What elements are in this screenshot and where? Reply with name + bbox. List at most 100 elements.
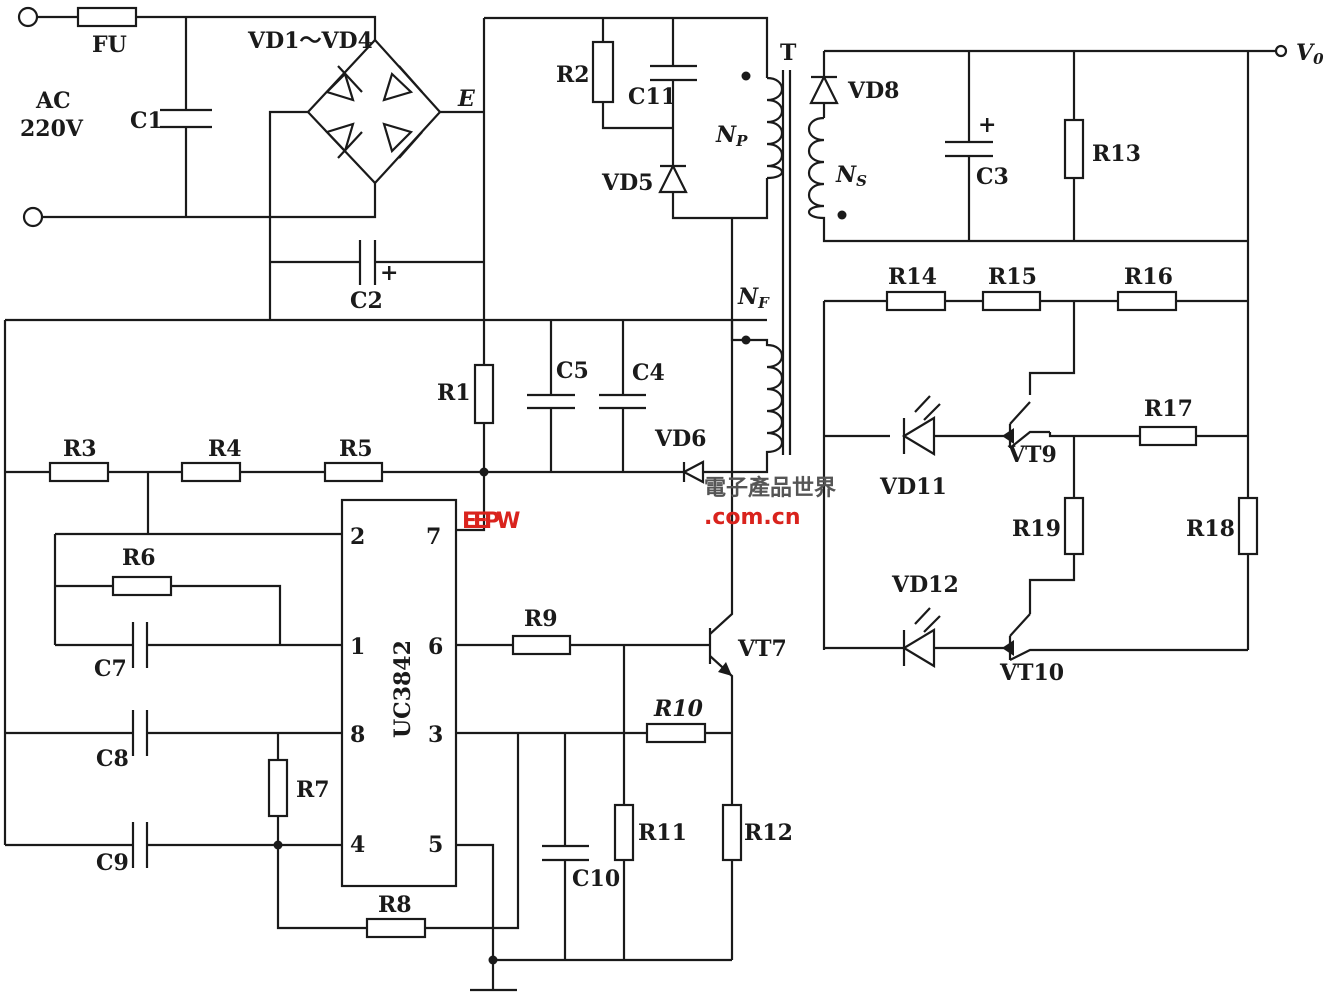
capacitor-c2: [270, 240, 484, 285]
resistor-r16: [1116, 290, 1178, 312]
label-vt7: VT7: [737, 636, 787, 662]
label-pin1: 1: [350, 634, 365, 660]
label-ac: AC: [35, 88, 71, 114]
primary-section: [482, 16, 792, 605]
diode-vd8: [809, 74, 839, 105]
label-220v: 220V: [20, 116, 84, 142]
resistor-r12: [721, 803, 743, 862]
label-r16: R16: [1124, 264, 1173, 290]
label-c3: C3: [976, 164, 1009, 190]
label-r8: R8: [378, 892, 412, 918]
watermark-domain: .com.cn: [704, 505, 801, 530]
ac-terminal-top: [17, 6, 39, 28]
secondary-section: [807, 44, 1288, 668]
led-vd12: [901, 628, 936, 668]
label-r15: R15: [988, 264, 1037, 290]
label-vd11: VD11: [879, 474, 947, 500]
label-vd12: VD12: [891, 572, 959, 598]
label-nf: NF: [737, 284, 770, 312]
label-pin8: 8: [350, 722, 365, 748]
label-r9: R9: [524, 606, 558, 632]
label-c11: C11: [628, 84, 676, 110]
label-pin3: 3: [428, 722, 443, 748]
label-c1: C1: [130, 108, 163, 134]
label-c5: C5: [556, 358, 589, 384]
label-c2: C2: [350, 288, 383, 314]
labels: FU AC 220V C1 VD1～VD4 E C2 + R2 C11 VD5 …: [20, 28, 1324, 918]
diode-vd5: [658, 163, 688, 194]
capacitor-c7: [131, 622, 149, 668]
label-c8: C8: [96, 746, 129, 772]
label-r12: R12: [744, 820, 793, 846]
resistor-r18: [1237, 496, 1259, 556]
label-r11: R11: [638, 820, 687, 846]
label-pin5: 5: [428, 832, 443, 858]
primary-winding-np: [766, 76, 784, 180]
capacitor-c8: [131, 710, 149, 756]
watermark-brand: EEPW: [462, 509, 520, 534]
resistor-r5: [323, 461, 384, 483]
fuse-fu: [76, 6, 138, 28]
bridge-rectifier: [268, 38, 484, 320]
ic-uc3842: [340, 498, 458, 888]
label-t: T: [780, 40, 797, 66]
resistor-r6: [111, 575, 173, 597]
label-e: E: [457, 86, 476, 112]
label-r4: R4: [208, 436, 242, 462]
label-r19: R19: [1012, 516, 1061, 542]
led-vd11: [901, 416, 936, 456]
label-r3: R3: [63, 436, 97, 462]
label-np: NP: [715, 122, 748, 150]
label-r14: R14: [888, 264, 937, 290]
resistor-r4: [180, 461, 242, 483]
resistor-r10: [645, 722, 707, 744]
feedback-winding-nf: [730, 320, 784, 465]
label-c10: C10: [572, 866, 620, 892]
label-pin2: 2: [350, 524, 365, 550]
capacitor-c1: [160, 108, 212, 129]
label-vd5: VD5: [601, 170, 653, 196]
secondary-winding-ns: [807, 116, 1248, 243]
label-vt10: VT10: [999, 660, 1064, 686]
label-pin4: 4: [350, 832, 365, 858]
capacitor-c9: [131, 822, 149, 868]
capacitor-c5: [527, 393, 575, 410]
resistor-r1: [473, 363, 495, 425]
resistor-r11: [613, 803, 635, 862]
label-c4: C4: [632, 360, 665, 386]
label-ns: NS: [835, 162, 867, 190]
label-r17: R17: [1144, 396, 1193, 422]
label-r1: R1: [437, 380, 471, 406]
label-r10: R10: [653, 696, 704, 722]
label-r6: R6: [122, 545, 156, 571]
label-bridge: VD1～VD4: [247, 28, 373, 54]
resistor-r17: [1138, 425, 1198, 447]
capacitor-c4: [599, 393, 646, 410]
ac-terminal-bottom: [22, 206, 44, 228]
control-section: [3, 318, 784, 992]
capacitor-c10: [542, 844, 589, 862]
label-pin6: 6: [428, 634, 443, 660]
transformer-core: [781, 70, 792, 455]
label-r2: R2: [556, 62, 590, 88]
label-r18: R18: [1186, 516, 1235, 542]
label-fu: FU: [92, 32, 127, 58]
label-ic: UC3842: [390, 640, 416, 738]
label-c2-plus: +: [380, 260, 398, 286]
label-c3-plus: +: [978, 112, 996, 138]
resistor-r7: [267, 758, 289, 818]
watermark-chinese: 電子產品世界: [704, 475, 836, 501]
vo-terminal: [1274, 44, 1288, 58]
resistor-r2: [591, 40, 615, 104]
capacitor-c11: [650, 64, 697, 82]
label-c7: C7: [94, 656, 127, 682]
diode-vd6: [681, 460, 705, 484]
capacitor-c3: [945, 140, 993, 158]
resistor-r13: [1063, 118, 1085, 180]
label-pin7: 7: [426, 524, 441, 550]
resistor-r14: [885, 290, 947, 312]
label-c9: C9: [96, 850, 129, 876]
resistor-r3: [48, 461, 110, 483]
transistor-vt10: [1002, 613, 1248, 661]
